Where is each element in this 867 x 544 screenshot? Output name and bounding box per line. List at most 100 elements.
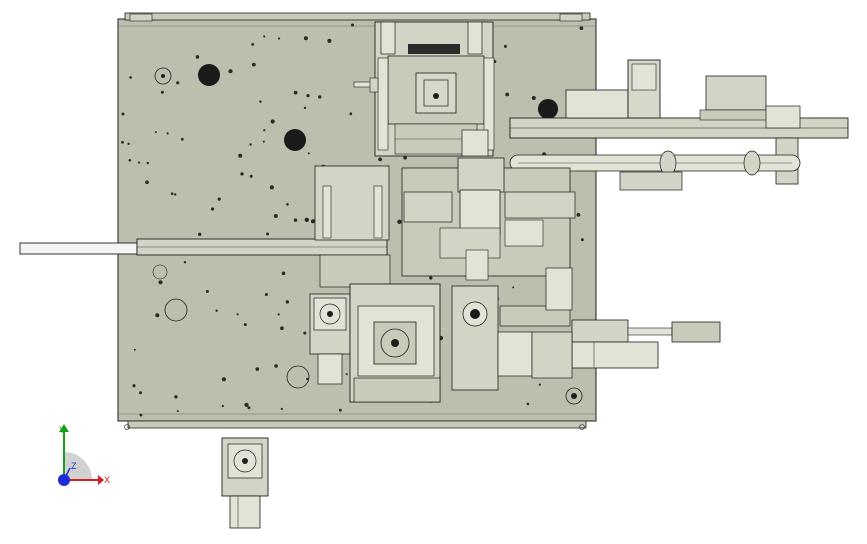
screw-hole <box>244 402 249 407</box>
screw-hole <box>280 407 283 410</box>
screw-hole <box>531 96 536 100</box>
screw-hole <box>211 207 215 211</box>
screw-hole <box>306 377 309 381</box>
screw-hole <box>293 90 298 95</box>
screw-hole <box>263 129 266 132</box>
screw-hole <box>303 331 307 335</box>
screw-hole <box>195 55 200 59</box>
screw-hole <box>249 143 252 146</box>
screw-hole <box>243 323 247 327</box>
screw-hole <box>121 140 124 144</box>
screw-hole <box>176 410 179 413</box>
screw-hole <box>318 95 322 99</box>
screw-hole <box>303 36 308 41</box>
screw-hole <box>278 37 281 40</box>
y-axis-label: Y <box>59 425 65 435</box>
screw-hole <box>269 185 274 190</box>
screw-hole <box>281 271 286 276</box>
screw-hole <box>503 44 507 48</box>
screw-hole <box>277 313 280 316</box>
screw-hole <box>155 313 160 318</box>
right-belt-conveyor[interactable] <box>509 59 849 185</box>
screw-hole <box>273 214 278 218</box>
screw-hole <box>255 367 260 371</box>
screw-hole <box>215 309 218 312</box>
screw-hole <box>145 180 149 184</box>
screw-hole <box>351 23 354 27</box>
screw-hole <box>139 413 143 417</box>
screw-hole <box>576 213 581 217</box>
screw-hole <box>262 140 265 143</box>
screw-hole <box>180 137 184 141</box>
screw-hole <box>251 62 256 67</box>
screw-hole <box>378 157 382 162</box>
screw-hole <box>154 131 157 134</box>
left-motor-module[interactable] <box>309 293 351 385</box>
screw-hole <box>580 238 584 242</box>
screw-hole <box>403 156 407 160</box>
gantry-rod <box>353 77 379 93</box>
screw-hole <box>174 395 178 399</box>
screw-hole <box>221 404 224 408</box>
screw-hole <box>174 193 177 196</box>
screw-hole <box>538 383 542 386</box>
screw-hole <box>132 384 136 388</box>
screw-hole <box>310 219 315 224</box>
screw-hole <box>127 142 130 145</box>
screw-hole <box>264 293 268 296</box>
screw-hole <box>121 112 125 116</box>
rotary-table-module[interactable] <box>349 283 441 403</box>
screw-hole <box>176 81 180 85</box>
lower-belt <box>509 150 801 191</box>
screw-hole <box>240 172 244 176</box>
screw-hole <box>236 313 239 316</box>
right-cylinder[interactable] <box>571 319 721 369</box>
screw-hole <box>274 364 278 368</box>
top-gantry-frame[interactable] <box>374 21 495 157</box>
screw-hole <box>505 92 510 97</box>
left-magazine[interactable] <box>314 165 391 288</box>
screw-hole <box>129 76 132 79</box>
screw-hole <box>285 300 289 304</box>
screw-hole <box>512 286 515 289</box>
screw-hole <box>183 261 187 264</box>
screw-hole <box>263 35 266 38</box>
screw-hole <box>170 192 174 195</box>
screw-hole <box>160 90 164 94</box>
screw-hole <box>221 377 226 382</box>
left-feed-rail[interactable] <box>19 238 388 256</box>
screw-hole <box>306 94 310 98</box>
screw-hole <box>249 174 253 178</box>
screw-hole <box>128 159 132 162</box>
screw-hole <box>303 106 307 110</box>
screw-hole <box>146 161 149 165</box>
screw-hole <box>397 219 402 224</box>
screw-hole <box>349 112 353 116</box>
screw-hole <box>304 217 309 222</box>
screw-hole <box>293 218 298 222</box>
screw-hole <box>338 408 342 412</box>
screw-hole <box>138 161 141 164</box>
screw-hole <box>266 232 270 236</box>
screw-hole <box>526 402 530 406</box>
screw-hole <box>251 43 255 46</box>
screw-hole <box>238 153 243 158</box>
screw-hole <box>579 26 584 31</box>
screw-hole <box>270 119 275 124</box>
screw-hole <box>198 232 202 236</box>
bottom-motor[interactable] <box>221 437 269 529</box>
screw-hole <box>205 290 209 293</box>
screw-hole <box>327 38 332 44</box>
screw-hole <box>259 100 262 103</box>
screw-hole <box>429 276 433 280</box>
screw-hole <box>139 391 142 395</box>
screw-hole <box>217 197 221 201</box>
screw-hole <box>307 152 310 155</box>
screw-hole <box>133 348 136 351</box>
center-assembly[interactable] <box>401 129 576 281</box>
right-motor-station[interactable] <box>451 267 573 391</box>
z-axis-label: Z <box>71 461 77 471</box>
screw-hole <box>280 326 284 331</box>
screw-hole <box>166 132 169 135</box>
